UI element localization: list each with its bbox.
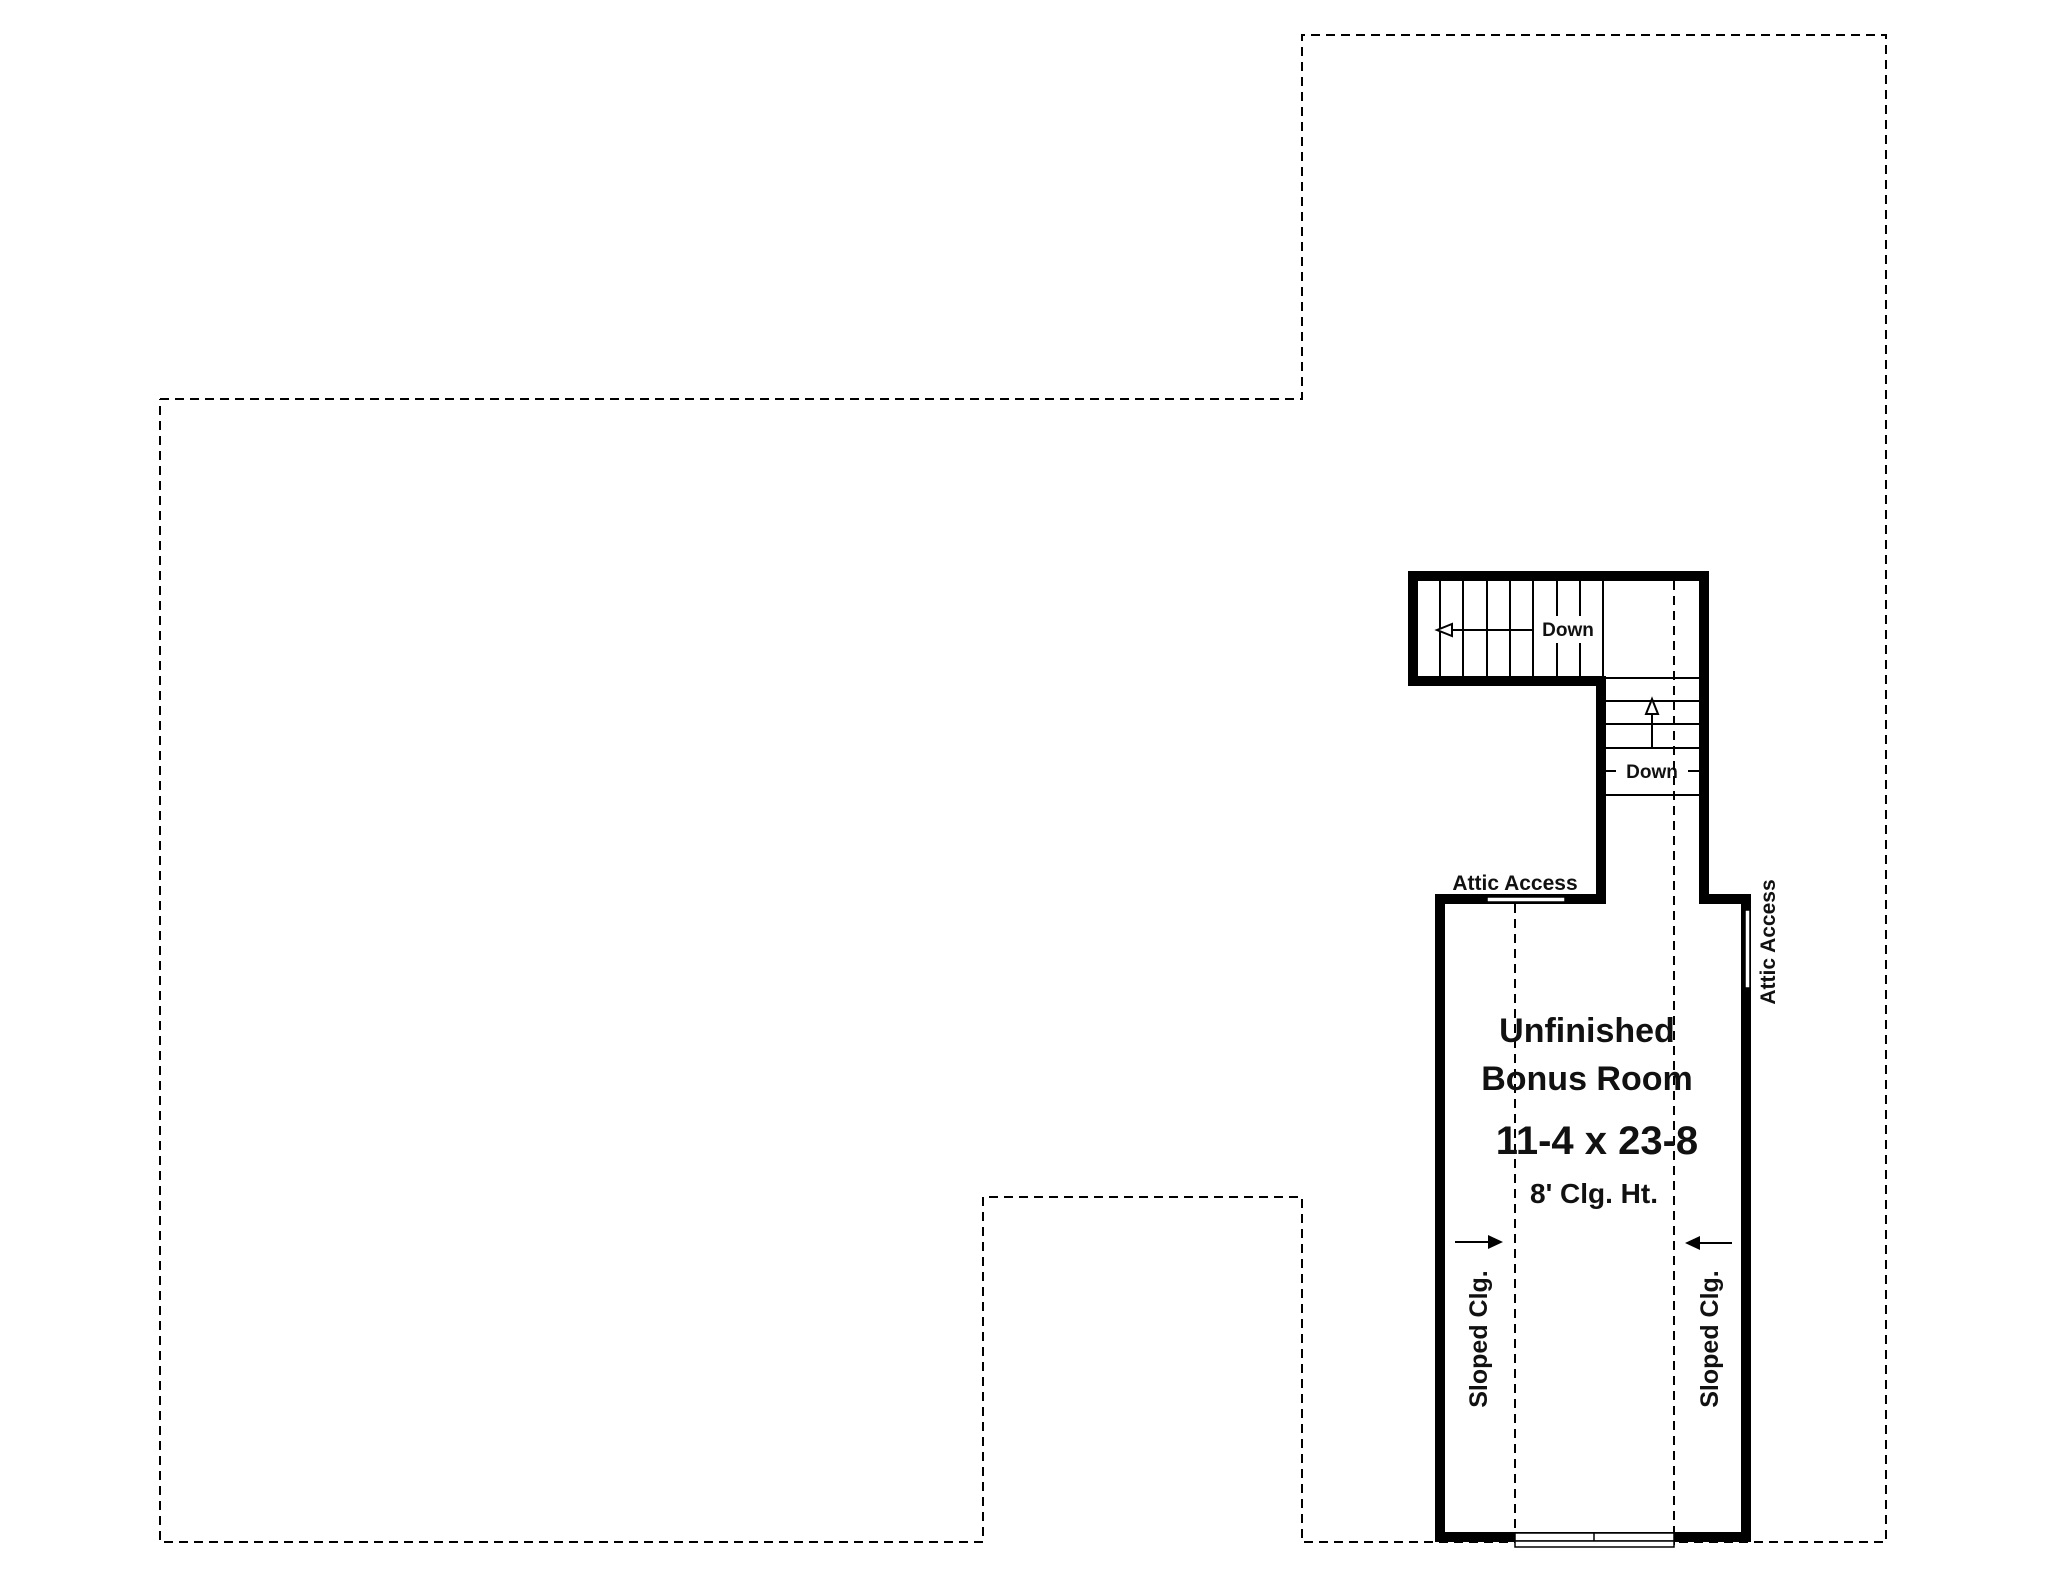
room-name-line1: Unfinished — [1499, 1012, 1675, 1050]
room-dimensions: 11-4 x 23-8 — [1496, 1119, 1698, 1163]
stair-lower-label: Down — [1626, 762, 1678, 783]
attic-access-top — [1486, 896, 1566, 903]
sloped-ceiling-right-label: Sloped Clg. — [1696, 1270, 1724, 1408]
attic-access-top-label: Attic Access — [1452, 872, 1577, 895]
stair-upper-label: Down — [1542, 620, 1594, 641]
window-bottom — [1514, 1532, 1675, 1548]
arrow-left-icon — [1434, 622, 1453, 638]
arrow-up-icon — [1644, 696, 1660, 715]
lower-stair-run — [1606, 677, 1699, 796]
house-outline — [159, 34, 1887, 1543]
attic-access-side — [1744, 909, 1751, 989]
upper-stair-run — [1439, 581, 1604, 676]
sloped-ceiling-left-label: Sloped Clg. — [1465, 1270, 1493, 1408]
room-name-line2: Bonus Room — [1481, 1060, 1693, 1098]
arrow-right-icon — [1455, 1235, 1503, 1249]
arrow-left-icon — [1685, 1236, 1732, 1250]
room-ceiling-height: 8' Clg. Ht. — [1530, 1178, 1658, 1209]
attic-access-side-label: Attic Access — [1757, 879, 1780, 1004]
